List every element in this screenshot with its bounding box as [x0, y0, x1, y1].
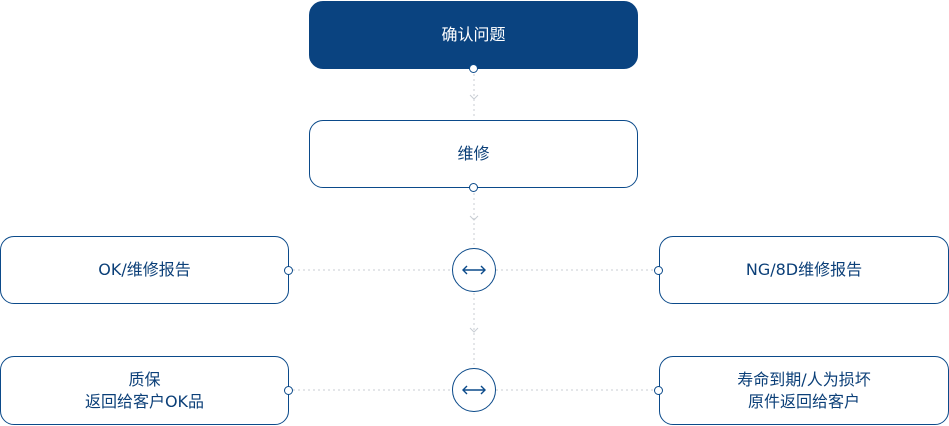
node-label: 维修 — [457, 144, 490, 163]
connector-dot — [284, 386, 293, 395]
node-expired-damaged: 寿命到期/人为损坏 原件返回给客户 — [659, 356, 949, 425]
node-warranty: 质保 返回给客户OK品 — [0, 356, 289, 425]
node-label-line2: 返回给客户OK品 — [84, 391, 205, 411]
node-repair: 维修 — [309, 120, 638, 188]
node-label: NG/8D维修报告 — [745, 260, 863, 279]
double-arrow-icon — [452, 368, 496, 412]
node-confirm-problem: 确认问题 — [309, 1, 638, 69]
node-label-line1: 质保 — [128, 369, 161, 389]
double-arrow-icon — [452, 248, 496, 292]
node-label-line2: 原件返回给客户 — [747, 391, 860, 411]
node-label-line1: 寿命到期/人为损坏 — [737, 369, 871, 389]
node-ng-report: NG/8D维修报告 — [659, 236, 949, 304]
connector-dot — [284, 266, 293, 275]
connector-dot — [469, 183, 478, 192]
connector-dot — [469, 64, 478, 73]
node-ok-report: OK/维修报告 — [0, 236, 289, 304]
node-label: 确认问题 — [441, 25, 506, 44]
connector-dot — [654, 386, 663, 395]
node-label: OK/维修报告 — [98, 260, 191, 279]
connector-dot — [654, 266, 663, 275]
